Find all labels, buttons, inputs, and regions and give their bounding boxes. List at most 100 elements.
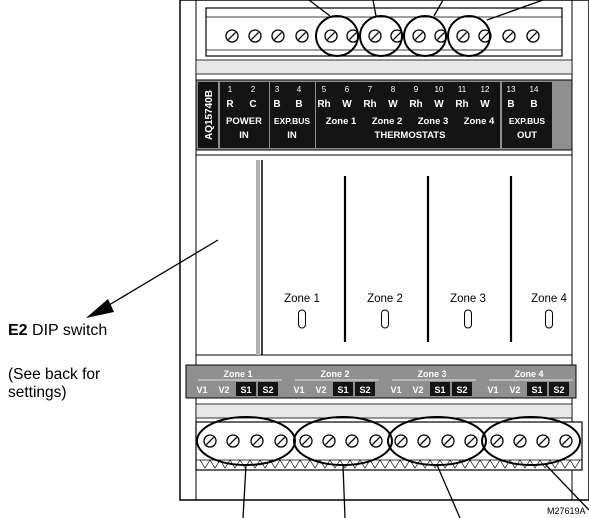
screw-slot bbox=[515, 436, 525, 446]
terminal-screw bbox=[250, 434, 264, 448]
zone-led-label: Zone 2 bbox=[367, 293, 403, 305]
figure-id: M27619A bbox=[547, 506, 586, 516]
bottom-terminal-box bbox=[430, 382, 450, 396]
terminal-tooth bbox=[419, 459, 431, 469]
bottom-terminal-code: V1 bbox=[390, 385, 401, 395]
bottom-terminal-box bbox=[452, 382, 472, 396]
screw-slot bbox=[228, 436, 238, 446]
bottom-terminal-code: S2 bbox=[456, 385, 467, 395]
terminal-code: Rh bbox=[409, 99, 422, 110]
screw-slot bbox=[458, 31, 468, 41]
terminal-tooth bbox=[439, 459, 451, 469]
screw-slot bbox=[347, 436, 357, 446]
terminal-number: 1 bbox=[228, 85, 233, 94]
terminal-screw bbox=[225, 29, 239, 43]
terminal-group-label: Zone 1 bbox=[326, 116, 357, 127]
terminal-tooth bbox=[379, 459, 391, 469]
bottom-terminal-code: S2 bbox=[359, 385, 370, 395]
screw-slot bbox=[250, 31, 260, 41]
terminal-group-label: EXP.BUS bbox=[509, 116, 546, 126]
bottom-terminal-code: V2 bbox=[509, 385, 520, 395]
zone-led bbox=[298, 309, 306, 329]
screw-slot bbox=[396, 436, 406, 446]
top-callout-ellipse bbox=[359, 15, 403, 57]
terminal-code: W bbox=[480, 99, 490, 110]
terminal-screw bbox=[346, 29, 360, 43]
terminal-screw bbox=[536, 434, 550, 448]
terminal-code: B bbox=[295, 99, 302, 110]
screw-slot bbox=[538, 436, 548, 446]
screw-slot bbox=[392, 31, 402, 41]
screw-slot bbox=[252, 436, 262, 446]
bottom-zone-label: Zone 2 bbox=[320, 369, 349, 379]
terminal-screw bbox=[299, 434, 313, 448]
top-leader-line bbox=[486, 0, 544, 21]
terminal-tooth bbox=[519, 459, 531, 469]
terminal-tooth bbox=[339, 459, 351, 469]
settings-note-line1: (See back for bbox=[8, 366, 101, 383]
terminal-screw bbox=[417, 434, 431, 448]
terminal-screw bbox=[490, 434, 504, 448]
terminal-number: 7 bbox=[368, 85, 373, 94]
bottom-leader-line bbox=[436, 464, 461, 518]
top-leader-line bbox=[308, 0, 331, 17]
terminal-code: B bbox=[530, 99, 537, 110]
terminal-number: 12 bbox=[481, 85, 490, 94]
bottom-leader-line bbox=[242, 464, 247, 518]
bottom-leader-line bbox=[544, 463, 589, 511]
terminal-screw bbox=[412, 29, 426, 43]
terminal-group-label: IN bbox=[287, 130, 297, 141]
bottom-terminal-code: S1 bbox=[434, 385, 445, 395]
terminal-screw bbox=[513, 434, 527, 448]
zone-led bbox=[464, 309, 472, 329]
terminal-screw bbox=[345, 434, 359, 448]
dip-switch-label: DIP switch bbox=[32, 322, 108, 339]
terminal-screw bbox=[322, 434, 336, 448]
terminal-number: 4 bbox=[297, 85, 302, 94]
terminal-code: B bbox=[507, 99, 514, 110]
terminal-screw bbox=[295, 29, 309, 43]
terminal-screw bbox=[368, 29, 382, 43]
bottom-terminal-code: S2 bbox=[262, 385, 273, 395]
terminal-group-label: IN bbox=[239, 130, 249, 141]
terminal-screw bbox=[502, 29, 516, 43]
terminal-number: 14 bbox=[530, 85, 539, 94]
terminal-screw bbox=[248, 29, 262, 43]
terminal-number: 9 bbox=[414, 85, 419, 94]
terminal-code: W bbox=[434, 99, 444, 110]
terminal-number: 6 bbox=[345, 85, 350, 94]
bottom-terminal-box bbox=[527, 382, 547, 396]
terminal-screw bbox=[274, 434, 288, 448]
bottom-rail bbox=[195, 403, 573, 419]
terminal-tooth bbox=[289, 459, 301, 469]
terminal-screw bbox=[456, 29, 470, 43]
screw-slot bbox=[504, 31, 514, 41]
screw-slot bbox=[436, 31, 446, 41]
bottom-leader-line bbox=[342, 464, 346, 518]
terminal-tooth bbox=[529, 459, 541, 469]
terminal-tooth bbox=[389, 459, 401, 469]
top-callout-ellipse bbox=[315, 15, 359, 57]
screw-slot bbox=[419, 436, 429, 446]
screw-slot bbox=[492, 436, 502, 446]
terminal-group-panel bbox=[316, 82, 500, 148]
zone-led-label: Zone 4 bbox=[531, 293, 567, 305]
terminal-tooth bbox=[469, 459, 481, 469]
top-leader-line bbox=[433, 0, 444, 17]
settings-note-line2: settings) bbox=[8, 384, 67, 401]
terminal-group-panel bbox=[220, 82, 269, 148]
terminal-screw bbox=[434, 29, 448, 43]
bottom-terminal-code: V2 bbox=[218, 385, 229, 395]
bottom-terminal-code: V2 bbox=[315, 385, 326, 395]
top-leader-line bbox=[372, 0, 377, 17]
terminal-tooth bbox=[369, 459, 381, 469]
bottom-terminal-box bbox=[355, 382, 375, 396]
zone-led bbox=[381, 309, 389, 329]
terminal-group-label: THERMOSTATS bbox=[375, 130, 446, 141]
terminal-code: W bbox=[342, 99, 352, 110]
terminal-group-label: Zone 2 bbox=[372, 116, 403, 127]
screw-slot bbox=[273, 31, 283, 41]
bottom-terminal-code: V1 bbox=[196, 385, 207, 395]
terminal-group-label: Zone 3 bbox=[418, 116, 449, 127]
terminal-code: Rh bbox=[317, 99, 330, 110]
